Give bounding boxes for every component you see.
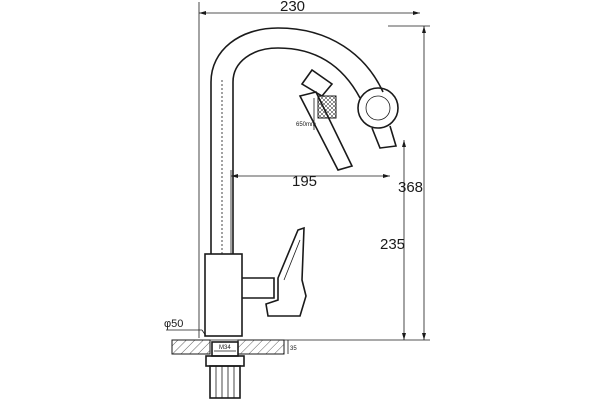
spray-head <box>357 87 399 149</box>
mount-thickness-label: 35 <box>290 346 297 352</box>
total-width-dimension: 230 <box>198 0 420 338</box>
thread-label: M34 <box>219 345 231 351</box>
pull-out-hose: 650mm <box>296 68 354 171</box>
spout-height-label: 235 <box>380 236 405 253</box>
base-diameter-callout: φ50 <box>164 318 207 337</box>
spout-height-dimension: 235 <box>380 140 406 340</box>
total-height-dimension: 368 <box>270 25 430 341</box>
base-diameter-label: φ50 <box>164 318 183 330</box>
faucet-gooseneck <box>210 27 384 254</box>
total-height-label: 368 <box>398 179 423 196</box>
spout-reach-dimension: 195 <box>230 170 390 254</box>
braided-hose-section <box>317 95 337 119</box>
mounting-nut <box>205 355 245 399</box>
spout-reach-label: 195 <box>292 173 317 190</box>
handle-lever <box>265 226 307 317</box>
faucet-base <box>204 253 275 337</box>
hose-length-label: 650mm <box>296 122 316 128</box>
countertop-section <box>171 339 285 355</box>
total-width-label: 230 <box>280 0 305 15</box>
